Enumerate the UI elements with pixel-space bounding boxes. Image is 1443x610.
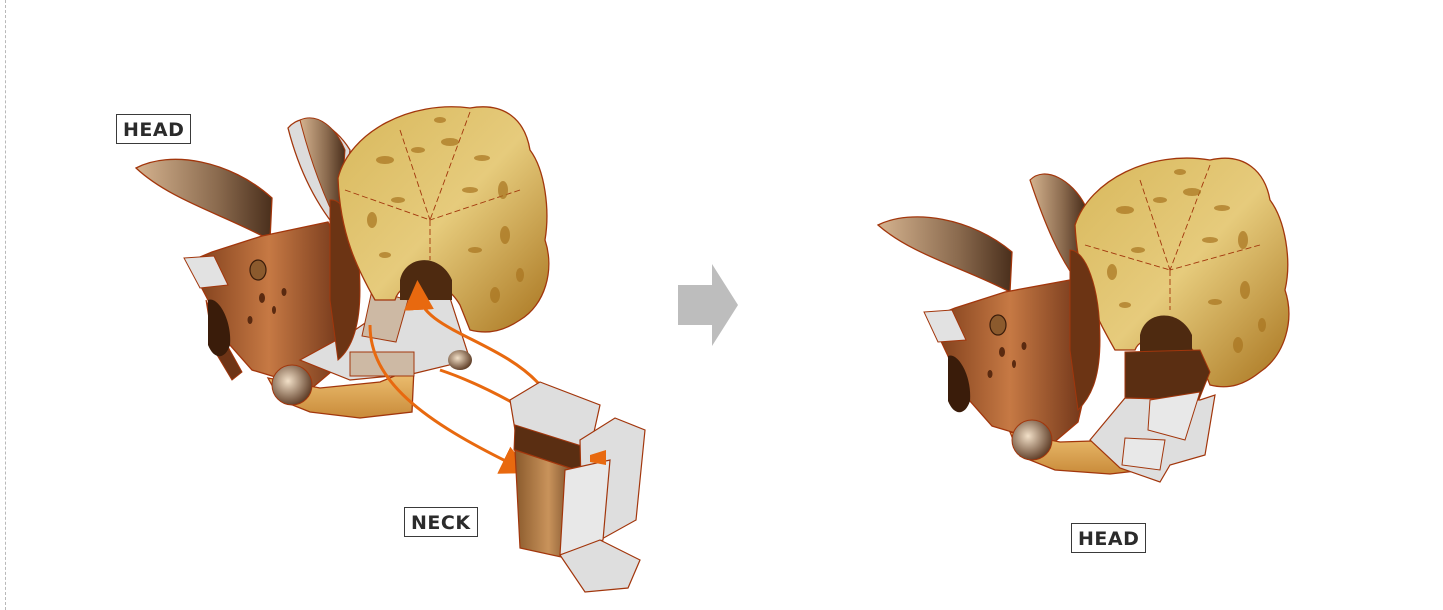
head-before-assembly [136,107,549,418]
head-label-before: HEAD [116,114,191,144]
neck-piece [510,382,645,592]
neck-label: NECK [404,507,478,537]
head-after-assembly [878,158,1289,482]
head-label-after: HEAD [1071,523,1146,553]
step-arrow-icon [678,264,738,346]
